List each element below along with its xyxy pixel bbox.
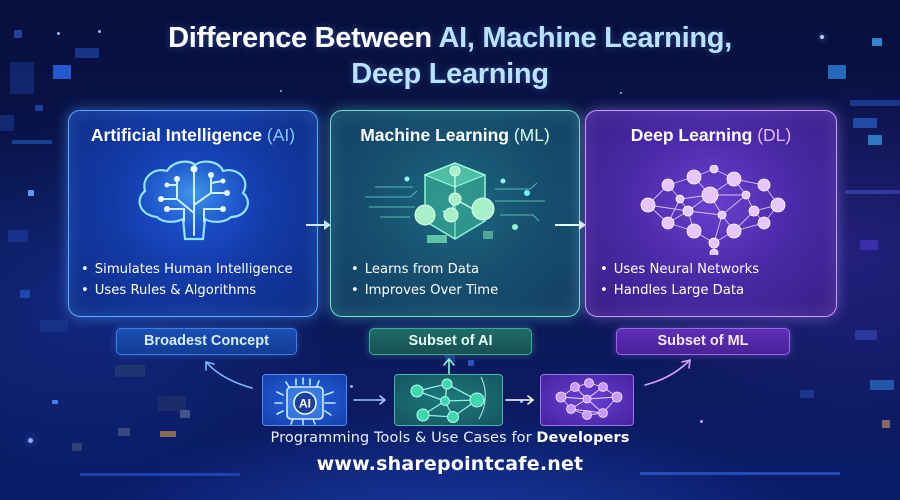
card-title: Artificial Intelligence (AI) xyxy=(90,125,296,145)
title-part1: Difference Between xyxy=(168,22,439,54)
bullet-item: Improves Over Time xyxy=(351,280,498,301)
arrow-right-icon xyxy=(555,220,586,230)
tag-subset-of-ml: Subset of ML xyxy=(616,328,790,355)
bullet-item: Simulates Human Intelligence xyxy=(81,259,293,280)
ml-graph-icon xyxy=(394,374,503,426)
card-bullets: Learns from Data Improves Over Time xyxy=(351,259,498,301)
card-title: Deep Learning (DL) xyxy=(630,125,792,145)
title-line2: Deep Learning xyxy=(351,58,549,90)
card-bullets: Uses Neural Networks Handles Large Data xyxy=(600,259,759,301)
website-url-link[interactable]: www.sharepointcafe.net xyxy=(316,453,584,475)
card-artificial-intelligence: Artificial Intelligence (AI) xyxy=(68,110,318,317)
svg-text:AI: AI xyxy=(299,397,311,411)
bullet-item: Handles Large Data xyxy=(600,280,759,301)
title-part2: AI, Machine Learning, xyxy=(438,22,733,54)
bullet-item: Uses Neural Networks xyxy=(600,259,759,280)
data-cube-icon xyxy=(355,159,555,249)
ai-chip-icon: AI xyxy=(262,374,347,426)
card-title: Machine Learning (ML) xyxy=(360,125,550,145)
tag-subset-of-ai: Subset of AI xyxy=(369,328,532,355)
neural-network-icon xyxy=(626,165,796,255)
bullet-item: Learns from Data xyxy=(351,259,498,280)
brain-circuit-icon xyxy=(127,155,259,251)
bullet-item: Uses Rules & Algorithms xyxy=(81,280,293,301)
arrow-right-icon xyxy=(306,220,331,230)
footer-subtitle-bold: Developers xyxy=(536,430,630,446)
tag-broadest-concept: Broadest Concept xyxy=(116,328,297,355)
page-title: Difference Between AI, Machine Learning,… xyxy=(0,20,900,92)
card-bullets: Simulates Human Intelligence Uses Rules … xyxy=(81,259,293,301)
card-deep-learning: Deep Learning (DL) xyxy=(585,110,837,317)
card-machine-learning: Machine Learning (ML) xyxy=(330,110,580,317)
dl-network-icon xyxy=(540,374,634,426)
footer-subtitle: Programming Tools & Use Cases for Develo… xyxy=(270,430,630,446)
